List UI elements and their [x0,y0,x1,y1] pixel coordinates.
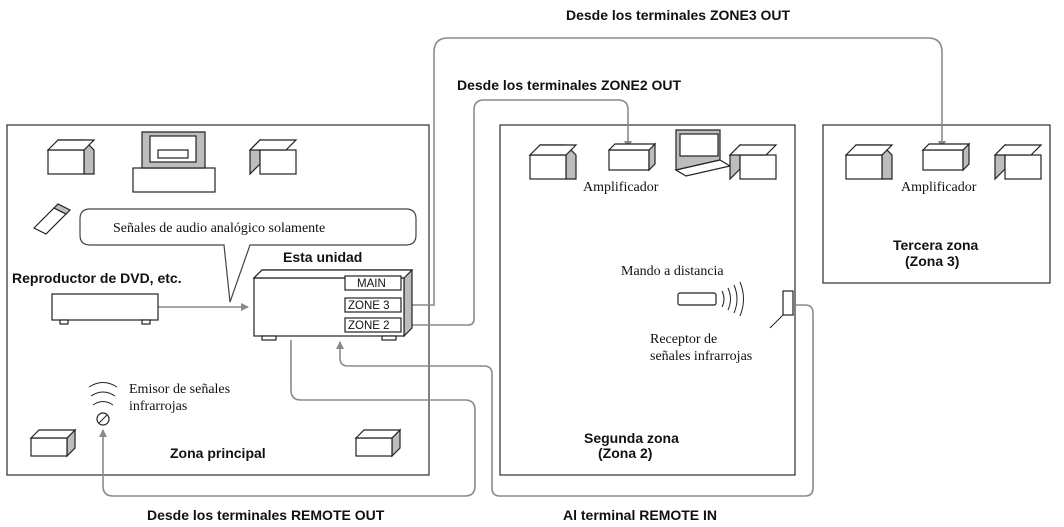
remote-control-icon [677,281,744,317]
port-zone2 [344,317,402,333]
zone3-left-speaker [845,144,893,180]
port-zone2-label: ZONE 2 [348,320,390,332]
zone3-out-label: Desde los terminales ZONE3 OUT [566,7,791,23]
ir-receiver-label-1: Receptor de [650,332,717,347]
rear-right-speaker [355,429,401,457]
zone2-left-speaker [529,144,577,180]
ir-emitter-label-2: infrarrojas [129,399,187,414]
zone2-out-label: Desde los terminales ZONE2 OUT [457,77,682,93]
port-main [344,275,402,291]
dvd-player-label: Reproductor de DVD, etc. [12,270,182,286]
remote-in-label: Al terminal REMOTE IN [563,507,717,523]
remote-control-label: Mando a distancia [621,264,724,279]
zone3-amplifier [921,142,971,172]
ir-emitter-icon [88,382,118,426]
zone2-amplifier [607,142,657,172]
second-zone-name-2: (Zona 2) [598,445,652,461]
zone3-out-cable [408,37,946,306]
subwoofer-diagonal [32,203,72,235]
zone2-out-cable [408,99,632,326]
port-zone3-label: ZONE 3 [348,300,390,312]
center-speaker-tv [132,131,216,193]
front-left-speaker [47,139,95,175]
signal-note-bubble [79,208,417,303]
ir-receiver-icon [769,290,794,329]
remote-out-cable [99,340,476,497]
zone3-amplifier-label: Amplificador [901,180,977,195]
main-zone-name: Zona principal [170,445,266,461]
third-zone-name-2: (Zona 3) [905,253,959,269]
ir-emitter-label-1: Emisor de señales [129,382,230,397]
remote-in-cable [336,304,814,497]
port-zone3 [344,297,402,313]
signal-note-text: Señales de audio analógico solamente [113,221,325,236]
zone2-projector [674,129,732,177]
dvd-player [51,293,159,325]
second-zone-room [499,124,796,476]
second-zone-name-1: Segunda zona [584,430,679,446]
ir-receiver-label-2: señales infrarrojas [650,349,752,364]
zone2-amplifier-label: Amplificador [583,180,659,195]
port-main-label: MAIN [357,278,386,290]
unit-title: Esta unidad [283,249,362,265]
rear-left-speaker [30,429,76,457]
third-zone-name-1: Tercera zona [893,237,979,253]
remote-out-label: Desde los terminales REMOTE OUT [147,507,385,523]
